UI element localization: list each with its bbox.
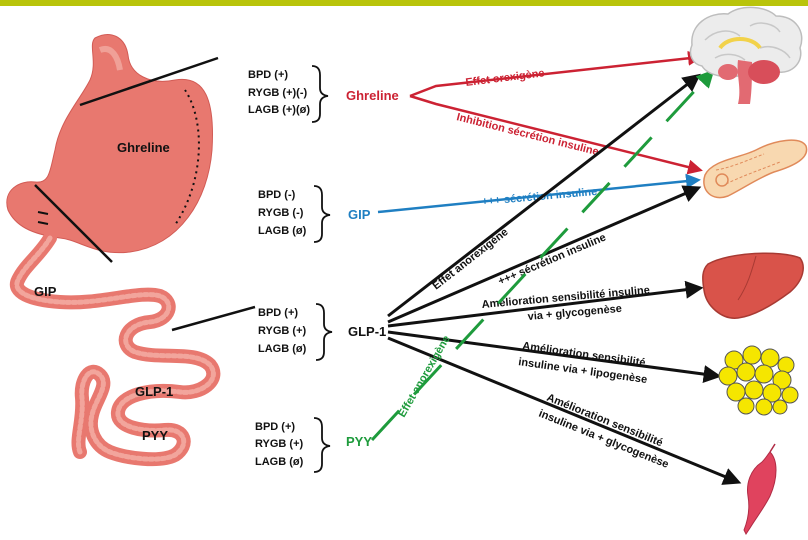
- svg-text:LAGB (+)(ø): LAGB (+)(ø): [248, 104, 310, 116]
- effect-orexigene: Effet orexigène: [465, 67, 545, 89]
- top-bar: [0, 0, 808, 6]
- gip-site-label: GIP: [34, 284, 57, 299]
- muscle-icon: [743, 443, 777, 535]
- effect-glp1-secretion: +++ sécrétion insuline: [496, 231, 607, 287]
- brace-pyy: [313, 417, 331, 473]
- svg-text:RYGB (+)(-): RYGB (+)(-): [248, 87, 308, 99]
- svg-text:RYGB (+): RYGB (+): [258, 325, 307, 337]
- arrow-glp1-liver: [387, 280, 704, 328]
- arrow-glp1-brain: [387, 73, 701, 318]
- arrow-ghreline-pancreas: [409, 94, 703, 175]
- glp1-site-label: GLP-1: [135, 384, 173, 399]
- procedures-pyy: BPD (+) RYGB (+) LAGB (ø): [255, 421, 304, 468]
- procedures-ghreline: BPD (+) RYGB (+)(-) LAGB (+)(ø): [248, 69, 310, 116]
- hormone-glp1: GLP-1: [348, 324, 386, 339]
- svg-text:BPD (+): BPD (+): [258, 307, 298, 319]
- arrow-gip-pancreas: [377, 173, 701, 214]
- arrow-ghreline-brain: [409, 50, 703, 98]
- liver-icon: [702, 252, 804, 319]
- pancreas-icon: [703, 139, 808, 199]
- brain-icon: [689, 6, 803, 104]
- svg-text:BPD (+): BPD (+): [248, 69, 288, 81]
- svg-text:LAGB (ø): LAGB (ø): [258, 225, 307, 237]
- svg-text:RYGB (+): RYGB (+): [255, 438, 304, 450]
- fat-cells-icon: [718, 345, 799, 416]
- hormone-ghreline: Ghreline: [346, 88, 399, 103]
- hormone-pyy: PYY: [346, 434, 372, 449]
- procedures-glp1: BPD (+) RYGB (+) LAGB (ø): [258, 307, 307, 355]
- brace-glp1: [315, 303, 333, 361]
- brace-ghreline: [311, 65, 329, 123]
- pyy-site-label: PYY: [142, 428, 168, 443]
- brace-gip: [313, 185, 331, 243]
- svg-text:RYGB (-): RYGB (-): [258, 207, 304, 219]
- hormone-gip: GIP: [348, 207, 371, 222]
- svg-text:LAGB (ø): LAGB (ø): [258, 343, 307, 355]
- stomach-ghreline-label: Ghreline: [117, 140, 170, 155]
- stomach-intestine-icon: [6, 34, 256, 467]
- svg-text:BPD (-): BPD (-): [258, 189, 296, 201]
- procedures-gip: BPD (-) RYGB (-) LAGB (ø): [258, 189, 307, 237]
- svg-text:BPD (+): BPD (+): [255, 421, 295, 433]
- arrow-pyy-brain: [370, 69, 715, 442]
- svg-text:LAGB (ø): LAGB (ø): [255, 456, 304, 468]
- arrow-glp1-muscle: [387, 336, 742, 485]
- effect-inhibition: Inhibition sécrétion insuline: [455, 111, 600, 158]
- arrow-glp1-fat: [387, 330, 722, 384]
